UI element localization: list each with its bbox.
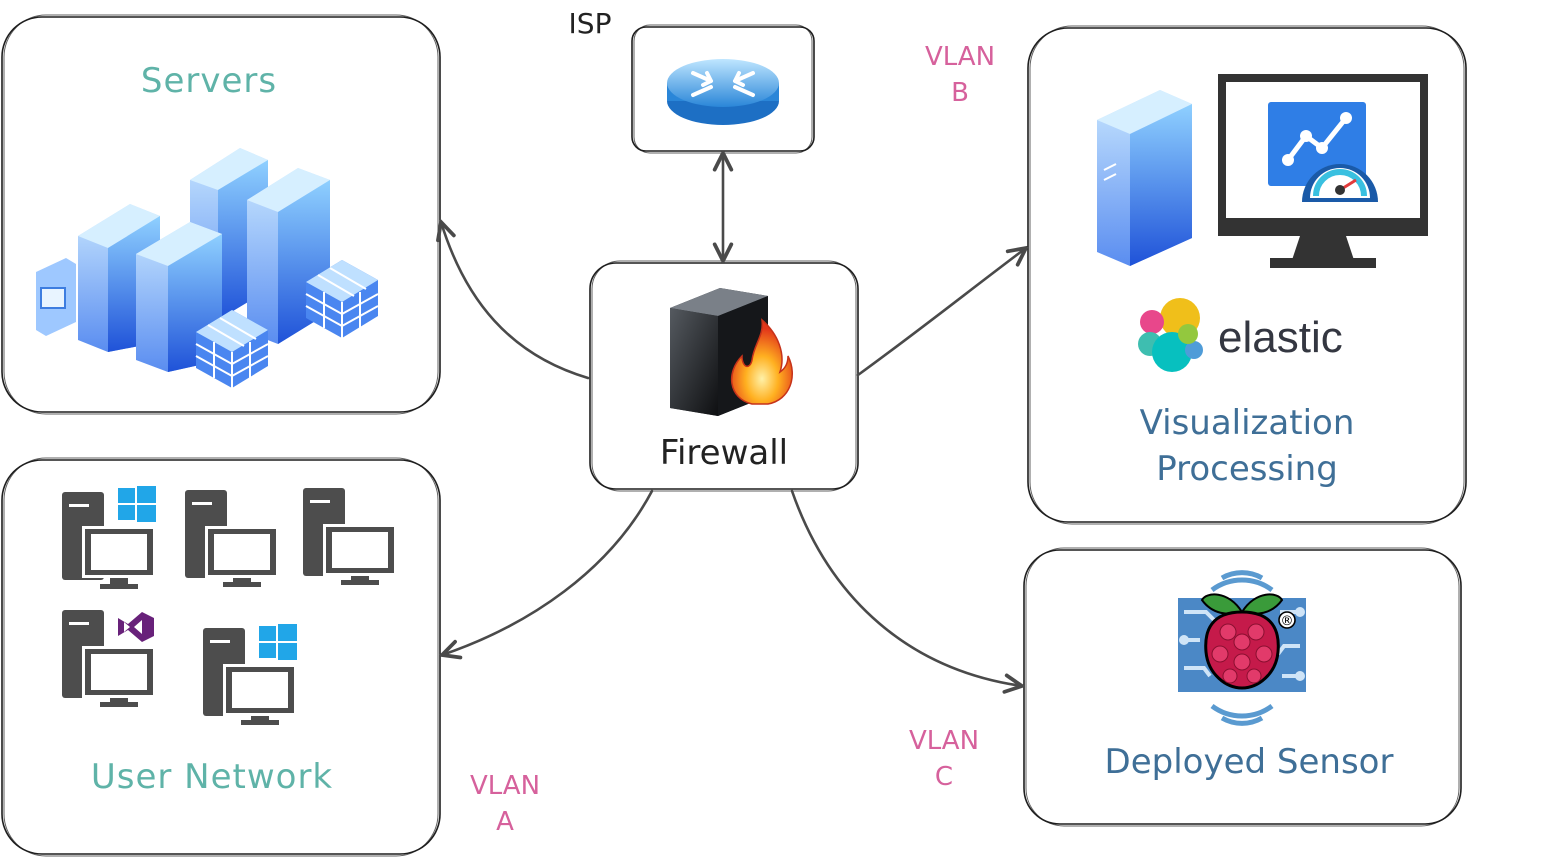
server-tower-icon	[1097, 90, 1192, 266]
gauge-icon	[1302, 164, 1378, 202]
vlan-a-label: VLAN A	[470, 771, 540, 837]
vlan-b-label: VLAN B	[925, 42, 995, 108]
dashboard-monitor-icon	[1218, 74, 1428, 268]
servers-icon	[36, 148, 379, 388]
router-icon	[667, 59, 779, 125]
visualization-label: Visualization	[1140, 403, 1355, 443]
visual-studio-logo-icon	[118, 612, 154, 642]
svg-text:VLAN: VLAN	[909, 726, 979, 756]
deployed-sensor-label: Deployed Sensor	[1105, 742, 1394, 782]
edge-firewall-user-network	[442, 489, 654, 655]
edge-firewall-visualization	[856, 248, 1026, 377]
edge-firewall-servers	[441, 222, 590, 380]
pc-icon	[303, 488, 397, 585]
firewall-label: Firewall	[660, 433, 788, 473]
pc-icon	[185, 490, 279, 587]
windows-logo-icon	[118, 486, 156, 522]
storage-cube-icon	[195, 310, 269, 388]
svg-text:A: A	[496, 807, 514, 837]
flame-icon	[730, 318, 793, 405]
edge-firewall-sensor	[790, 489, 1022, 686]
elastic-wordmark: elastic	[1218, 313, 1343, 362]
windows-pc-icon	[203, 624, 297, 725]
isp-label: ISP	[569, 7, 612, 40]
user-pcs	[62, 486, 397, 725]
processing-label: Processing	[1156, 449, 1338, 489]
svg-text:VLAN: VLAN	[470, 771, 540, 801]
windows-pc-icon	[62, 486, 156, 589]
svg-text:C: C	[935, 762, 953, 792]
vlan-c-label: VLAN C	[909, 726, 979, 792]
server-tower-icon	[136, 222, 222, 372]
user-network-title: User Network	[91, 757, 333, 797]
raspberry-pi-sensor-icon: ®	[1178, 570, 1306, 726]
svg-text:B: B	[951, 78, 969, 108]
visual-studio-pc-icon	[62, 610, 156, 707]
windows-logo-icon	[259, 624, 297, 660]
svg-text:VLAN: VLAN	[925, 42, 995, 72]
monitor-box-icon	[36, 258, 76, 336]
elastic-logo-icon: elastic	[1138, 298, 1343, 372]
firewall-icon	[670, 288, 793, 416]
servers-title: Servers	[141, 61, 277, 101]
storage-cube-icon	[305, 260, 379, 338]
registered-mark: ®	[1281, 614, 1294, 629]
